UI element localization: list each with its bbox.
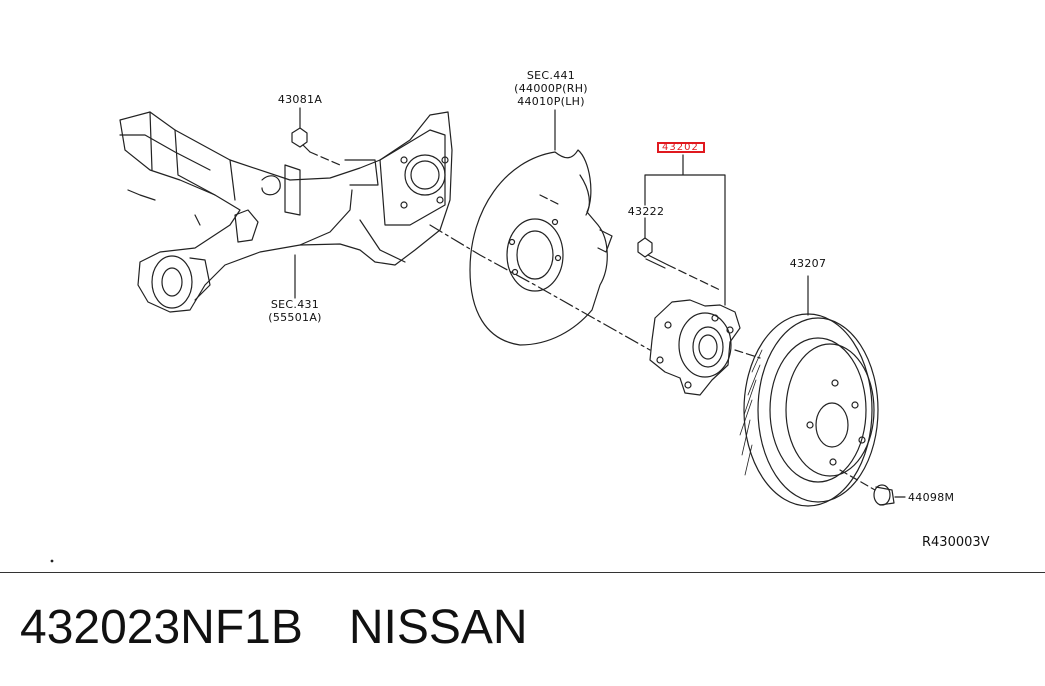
hub-43202-bracket [644, 154, 726, 306]
label-43222: 43222 [627, 205, 665, 218]
label-43202: 43202 [662, 142, 699, 153]
bolt-43081a-drawing [291, 107, 341, 166]
divider [0, 572, 1045, 573]
part-number: 432023NF1B [20, 601, 303, 654]
exploded-view-drawing [50, 107, 906, 563]
label-43081a: 43081A [277, 93, 323, 106]
axis-centerline-2 [539, 194, 561, 206]
label-44098m: 44098M [908, 491, 955, 504]
label-sec441-line2: (44000P(RH) [514, 82, 588, 95]
axis-centerline [429, 224, 651, 351]
label-sec431-line2: (55501A) [268, 311, 322, 324]
label-43207: 43207 [789, 257, 827, 270]
brand-name: NISSAN [348, 601, 528, 654]
plug-44098m-drawing [839, 469, 906, 506]
diagram-reference-code: R430003V [922, 535, 990, 550]
suspension-knuckle-drawing [119, 111, 453, 313]
parts-diagram: 43081A SEC.441 (44000P(RH) 44010P(LH) 43… [50, 69, 990, 563]
brake-rotor-drawing [739, 275, 879, 507]
bolt-43222-drawing [637, 217, 721, 291]
label-sec431-line1: SEC.431 [270, 298, 320, 311]
footer-caption: 432023NF1B NISSAN [20, 600, 528, 655]
label-sec441-line1: SEC.441 [526, 69, 576, 82]
highlighted-part-number[interactable]: 43202 [657, 142, 705, 153]
hub-bearing-drawing [649, 299, 761, 396]
backing-plate-drawing [469, 109, 613, 346]
label-sec441-line3: 44010P(LH) [517, 95, 585, 108]
scan-dot [50, 559, 54, 563]
